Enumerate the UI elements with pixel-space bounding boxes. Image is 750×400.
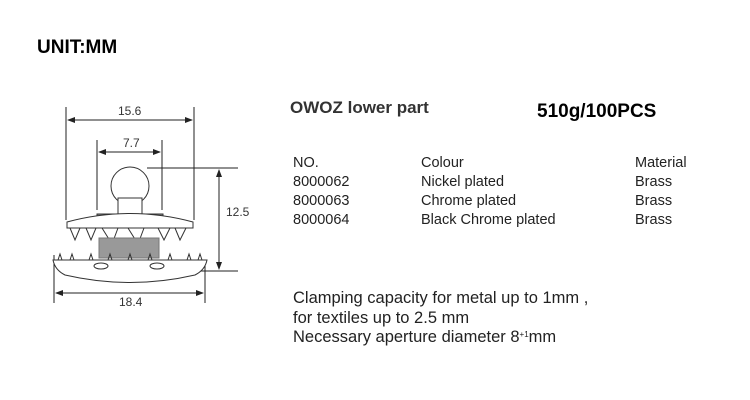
header-no: NO.: [293, 155, 319, 171]
cell-no: 8000063: [293, 193, 350, 209]
cell-colour: Nickel plated: [421, 174, 505, 190]
unit-label: UNIT:MM: [37, 37, 118, 58]
note-aperture: Necessary aperture diameter 8+1mm: [293, 328, 557, 346]
dim-top-width: 15.6: [118, 104, 142, 118]
note-clamping-metal: Clamping capacity for metal up to 1mm ,: [293, 289, 589, 307]
spec-table: NO. Colour Material 8000062 Nickel plate…: [293, 154, 693, 230]
cell-material: Brass: [635, 174, 673, 190]
header-colour: Colour: [421, 155, 464, 171]
stud-part-icon: [52, 166, 208, 283]
note-clamping-textiles: for textiles up to 2.5 mm: [293, 308, 470, 327]
cell-colour: Chrome plated: [421, 193, 517, 209]
table-header-row: NO. Colour Material: [293, 154, 693, 173]
cell-no: 8000064: [293, 212, 350, 228]
table-row: 8000064 Black Chrome plated Brass: [293, 211, 693, 230]
cell-material: Brass: [635, 212, 673, 228]
header-material: Material: [635, 155, 687, 171]
table-row: 8000063 Chrome plated Brass: [293, 192, 693, 211]
table-row: 8000062 Nickel plated Brass: [293, 173, 693, 192]
cell-colour: Black Chrome plated: [421, 212, 556, 228]
product-title: OWOZ lower part: [290, 98, 429, 117]
notes: Clamping capacity for metal up to 1mm , …: [293, 289, 588, 348]
tolerance-sup: +1: [519, 330, 529, 339]
cell-no: 8000062: [293, 174, 350, 190]
product-weight: 510g/100PCS: [537, 101, 657, 122]
dim-base-width: 18.4: [119, 295, 143, 309]
dim-height: 12.5: [226, 205, 250, 219]
cell-material: Brass: [635, 193, 673, 209]
dim-ball-width: 7.7: [123, 136, 140, 150]
